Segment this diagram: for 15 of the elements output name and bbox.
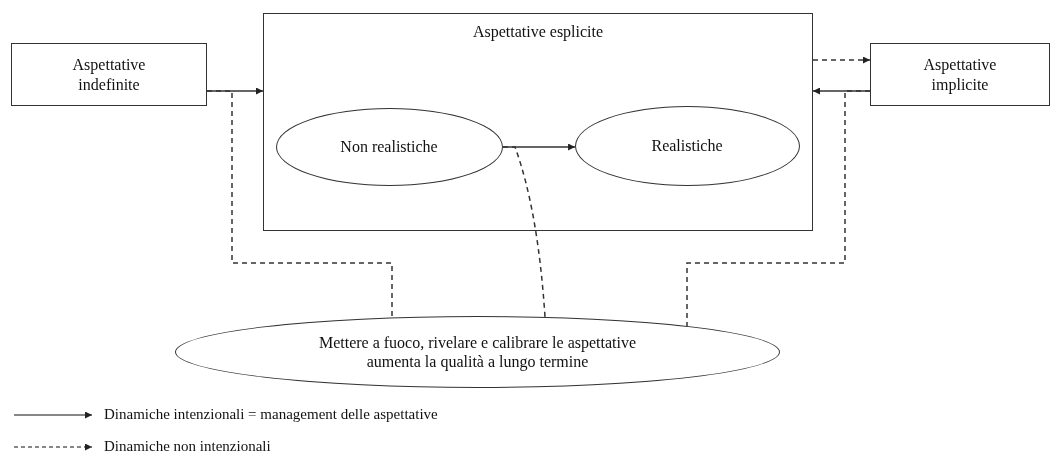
connector-line: [502, 146, 546, 318]
node-label: Mettere a fuoco, rivelare e calibrare le aspettative aumenta la qualità a lungo termine: [317, 332, 638, 372]
connector-line: [206, 90, 393, 319]
connector-line: [686, 90, 871, 327]
process-box: [870, 43, 1050, 106]
node-label: Aspettative esplicite: [472, 22, 604, 42]
node-label: Non realistiche: [339, 136, 439, 157]
node-label: Aspettative indefinite: [71, 55, 147, 94]
legend-text: Dinamiche non intenzionali: [104, 438, 271, 455]
arrow: [812, 56, 871, 64]
process-box: [11, 43, 207, 106]
legend-text: Dinamiche intenzionali = management delle aspettative: [104, 406, 438, 423]
node-label: Aspettative implicite: [922, 55, 998, 94]
container-box: [263, 13, 813, 231]
node-label: Realistiche: [651, 135, 723, 156]
